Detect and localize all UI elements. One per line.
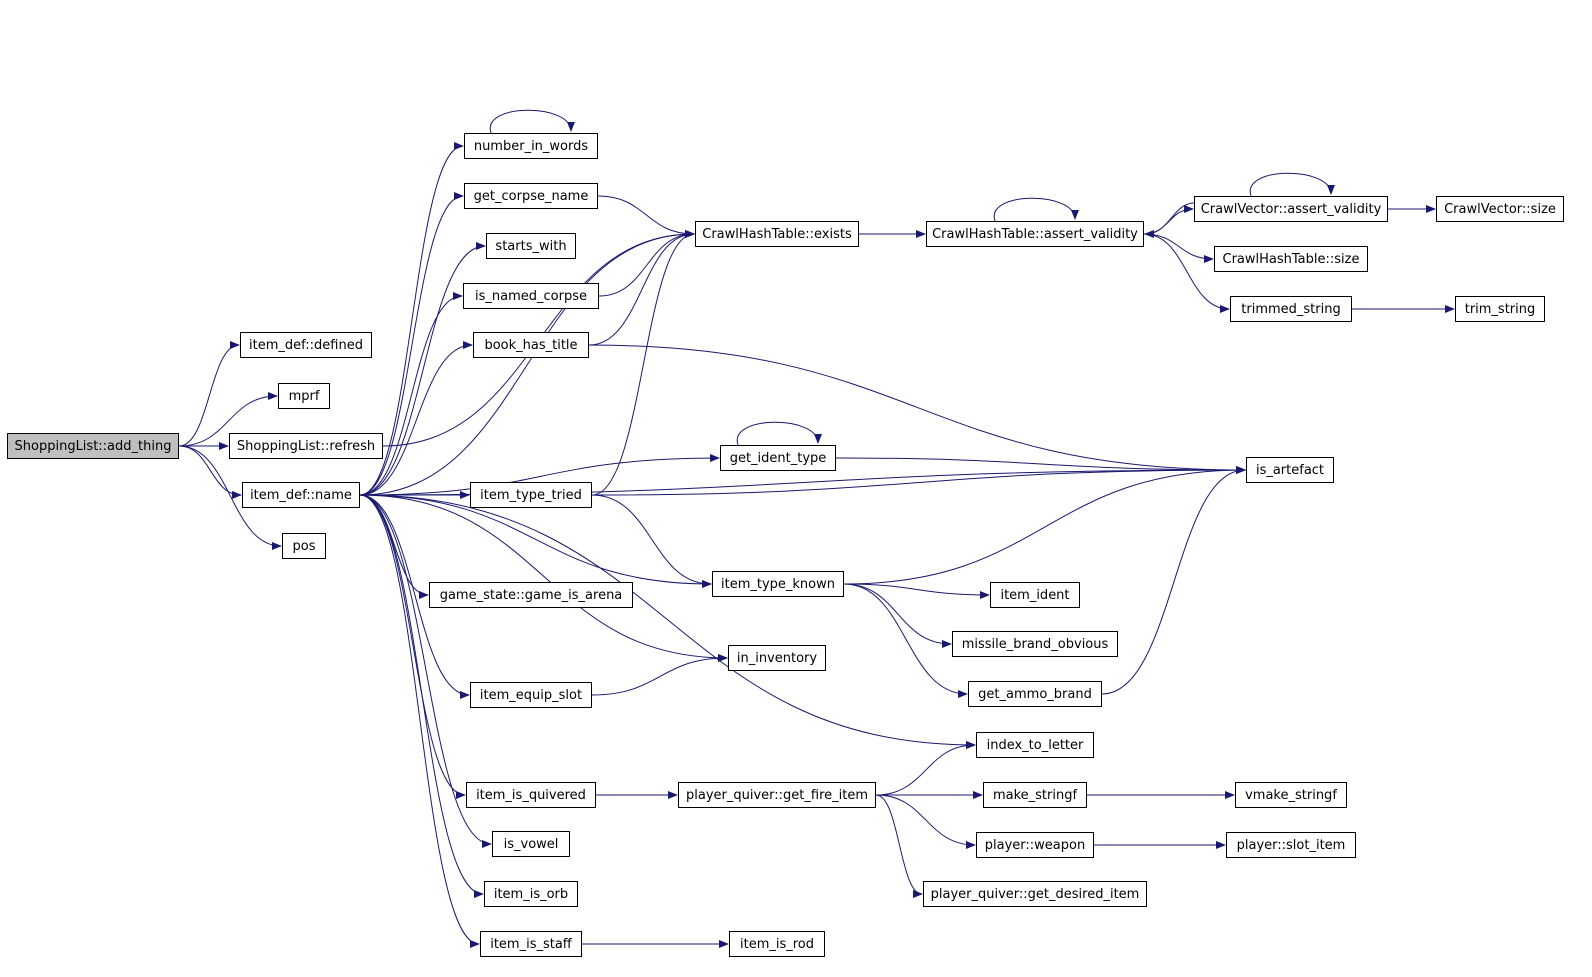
node-is-vowel[interactable]: is_vowel: [492, 831, 570, 857]
edge-name-to-get-ident-type: [359, 454, 720, 496]
node-item-is-quivered[interactable]: item_is_quivered: [466, 782, 596, 808]
edge-name-to-starts-with: [359, 242, 486, 496]
edge-number-in-words-to-number-in-words: [489, 109, 575, 134]
node-starts-with[interactable]: starts_with: [486, 233, 576, 259]
node-get-desired-item[interactable]: player_quiver::get_desired_item: [923, 881, 1147, 907]
edge-name-to-get-corpse-name: [359, 192, 464, 496]
edge-vec-assert-to-hash-assert: [1144, 202, 1201, 238]
edge-item-type-known-to-is-artefact: [843, 466, 1246, 585]
node-pos[interactable]: pos: [282, 533, 326, 559]
edge-get-fire-item-to-get-desired-item: [875, 794, 923, 898]
edge-hash-assert-to-hash-assert: [993, 197, 1079, 222]
node-defined[interactable]: item_def::defined: [240, 332, 372, 358]
edge-name-to-item-equip-slot: [359, 494, 470, 699]
edge-item-type-tried-to-is-artefact: [591, 466, 1246, 496]
edge-add-thing-to-defined: [178, 341, 240, 447]
node-trimmed-string[interactable]: trimmed_string: [1230, 296, 1352, 322]
edge-add-thing-to-pos: [178, 445, 282, 550]
node-item-is-rod[interactable]: item_is_rod: [729, 931, 825, 957]
node-vec-size[interactable]: CrawlVector::size: [1436, 196, 1564, 222]
edge-get-corpse-name-to-hash-exists: [597, 195, 695, 238]
node-item-type-tried[interactable]: item_type_tried: [470, 482, 592, 508]
edge-get-fire-item-to-index-to-letter: [875, 741, 976, 796]
node-is-artefact[interactable]: is_artefact: [1246, 457, 1334, 483]
node-item-ident[interactable]: item_ident: [990, 582, 1080, 608]
node-number-in-words[interactable]: number_in_words: [464, 133, 598, 159]
node-get-ident-type[interactable]: get_ident_type: [720, 445, 836, 471]
node-get-corpse-name[interactable]: get_corpse_name: [464, 183, 598, 209]
edge-name-to-item-is-staff: [359, 494, 480, 948]
edge-vec-assert-to-vec-assert: [1249, 172, 1335, 197]
edge-add-thing-to-mprf: [178, 392, 278, 447]
edge-hash-assert-to-hash-size: [1143, 233, 1214, 263]
edge-item-equip-slot-to-in-inventory: [591, 654, 728, 696]
node-trim-string[interactable]: trim_string: [1455, 296, 1545, 322]
node-make-stringf[interactable]: make_stringf: [983, 782, 1087, 808]
edge-name-to-item-is-orb: [359, 494, 484, 898]
edge-add-thing-to-name: [178, 445, 242, 499]
node-game-is-arena[interactable]: game_state::game_is_arena: [429, 582, 633, 608]
node-player-weapon[interactable]: player::weapon: [976, 832, 1094, 858]
node-book-has-title[interactable]: book_has_title: [473, 332, 589, 358]
edge-item-type-tried-to-item-type-known: [591, 494, 712, 588]
edge-name-to-book-has-title: [359, 341, 473, 496]
edge-name-to-game-is-arena: [359, 494, 429, 599]
edge-get-ident-type-to-is-artefact: [835, 457, 1246, 474]
edge-item-type-tried-to-hash-exists: [591, 230, 695, 496]
edge-name-to-number-in-words: [359, 142, 464, 496]
edge-name-to-hash-exists: [359, 230, 695, 496]
edge-name-to-index-to-letter: [359, 494, 976, 749]
node-name[interactable]: item_def::name: [242, 482, 360, 508]
node-in-inventory[interactable]: in_inventory: [728, 645, 826, 671]
node-add-thing[interactable]: ShoppingList::add_thing: [7, 433, 179, 459]
node-hash-exists[interactable]: CrawlHashTable::exists: [695, 221, 859, 247]
edge-layer: [178, 109, 1455, 948]
node-item-type-known[interactable]: item_type_known: [712, 571, 844, 597]
edge-name-to-is-named-corpse: [359, 292, 463, 496]
edge-book-has-title-to-is-artefact: [588, 344, 1246, 474]
node-get-fire-item[interactable]: player_quiver::get_fire_item: [678, 782, 876, 808]
node-item-is-orb[interactable]: item_is_orb: [484, 881, 578, 907]
edge-item-type-known-to-get-ammo-brand: [843, 583, 968, 698]
edge-get-ident-type-to-get-ident-type: [736, 421, 822, 446]
node-hash-size[interactable]: CrawlHashTable::size: [1214, 246, 1368, 272]
node-item-equip-slot[interactable]: item_equip_slot: [470, 682, 592, 708]
edge-name-to-is-vowel: [359, 494, 492, 848]
edge-book-has-title-to-hash-exists: [588, 230, 695, 346]
node-mprf[interactable]: mprf: [278, 383, 330, 409]
edge-get-fire-item-to-player-weapon: [875, 794, 976, 849]
edge-name-to-item-type-known: [359, 494, 712, 588]
node-vec-assert[interactable]: CrawlVector::assert_validity: [1194, 196, 1388, 222]
node-hash-assert[interactable]: CrawlHashTable::assert_validity: [926, 221, 1144, 247]
node-vmake-stringf[interactable]: vmake_stringf: [1235, 782, 1347, 808]
node-item-is-staff[interactable]: item_is_staff: [480, 931, 582, 957]
edge-get-ammo-brand-to-is-artefact: [1101, 466, 1246, 695]
edge-item-type-known-to-missile-brand-obvious: [843, 583, 952, 648]
node-is-named-corpse[interactable]: is_named_corpse: [463, 283, 599, 309]
node-index-to-letter[interactable]: index_to_letter: [976, 732, 1094, 758]
edge-hash-assert-to-trimmed-string: [1143, 233, 1230, 313]
node-refresh[interactable]: ShoppingList::refresh: [229, 433, 383, 459]
node-missile-brand-obvious[interactable]: missile_brand_obvious: [952, 631, 1118, 657]
node-slot-item[interactable]: player::slot_item: [1226, 832, 1356, 858]
edge-is-named-corpse-to-hash-exists: [598, 230, 695, 297]
edge-name-to-item-is-quivered: [359, 494, 466, 799]
edge-item-type-known-to-item-ident: [843, 583, 990, 599]
node-get-ammo-brand[interactable]: get_ammo_brand: [968, 681, 1102, 707]
edge-name-to-in-inventory: [359, 494, 728, 662]
